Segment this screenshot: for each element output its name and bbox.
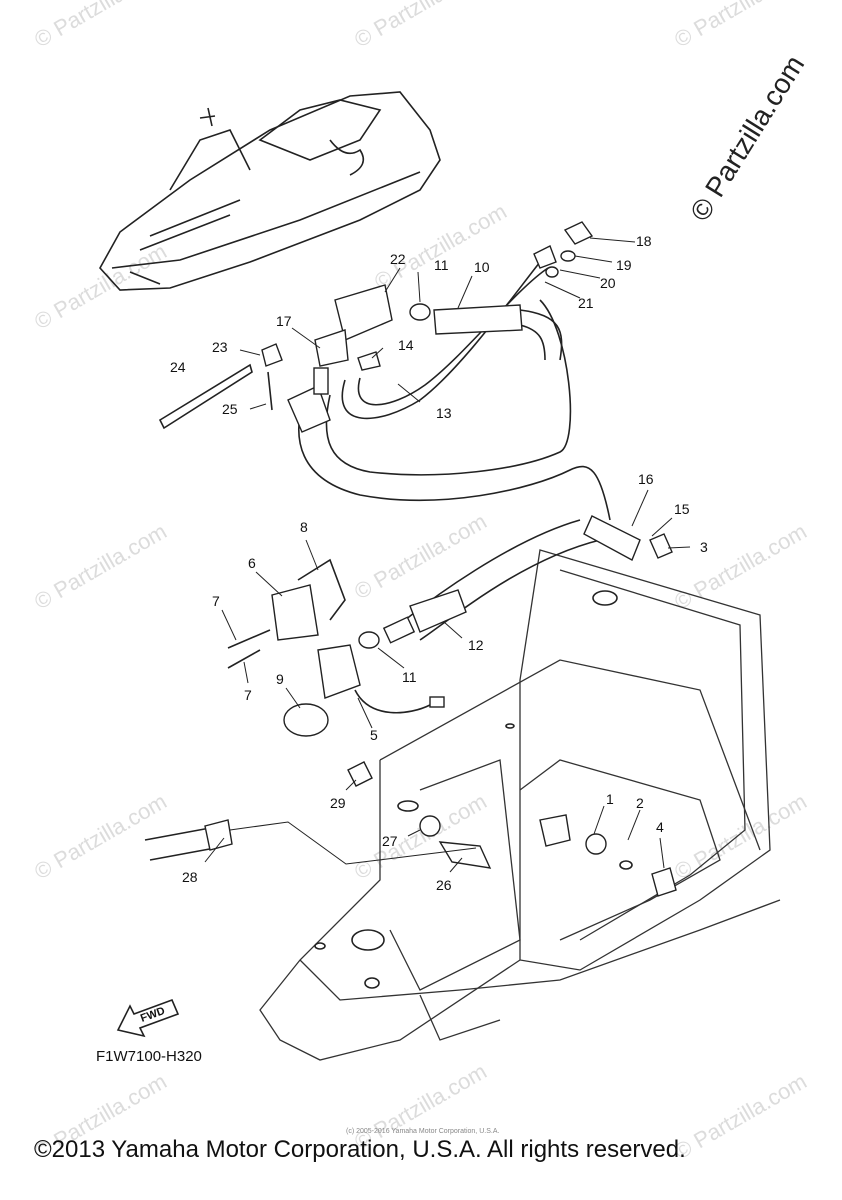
callout-20: 20 <box>600 275 616 291</box>
callout-28: 28 <box>182 869 198 885</box>
callout-1: 1 <box>606 791 614 807</box>
callout-24: 24 <box>170 359 186 375</box>
watermark-text: © Partzilla.com <box>670 0 811 52</box>
leader-lines <box>204 237 691 873</box>
callout-6: 6 <box>248 555 256 571</box>
callout-26: 26 <box>436 877 452 893</box>
callout-7b: 7 <box>244 687 252 703</box>
copyright-text: ©2013 Yamaha Motor Corporation, U.S.A. A… <box>34 1136 686 1163</box>
callout-21: 21 <box>578 295 594 311</box>
watermark-text: © Partzilla.com <box>350 789 491 885</box>
callout-9: 9 <box>276 671 284 687</box>
watercraft-illustration <box>99 91 441 291</box>
callout-3: 3 <box>700 539 708 555</box>
callout-13: 13 <box>436 405 452 421</box>
watermark-text: © Partzilla.com <box>670 519 811 615</box>
callout-18: 18 <box>636 233 652 249</box>
callout-8: 8 <box>300 519 308 535</box>
callout-11a: 11 <box>434 257 449 273</box>
callout-2: 2 <box>636 795 644 811</box>
tiny-notice: (c) 2005-2016 Yamaha Motor Corporation, … <box>346 1128 500 1135</box>
callout-5: 5 <box>370 727 378 743</box>
hose-assembly <box>144 261 641 861</box>
watermark-text: © Partzilla.com <box>350 509 491 605</box>
small-parts <box>158 221 677 897</box>
hull-outline <box>259 549 781 1061</box>
fwd-label: FWD <box>139 1005 167 1025</box>
callout-15: 15 <box>674 501 690 517</box>
callout-11b: 11 <box>402 669 417 685</box>
watermark-text: © Partzilla.com <box>30 789 171 885</box>
callout-7a: 7 <box>212 593 220 609</box>
callout-4: 4 <box>656 819 664 835</box>
callout-19: 19 <box>616 257 632 273</box>
callout-10: 10 <box>474 259 490 275</box>
callout-17: 17 <box>276 313 292 329</box>
watermark-text: © Partzilla.com <box>670 789 811 885</box>
callout-23: 23 <box>212 339 228 355</box>
callout-14: 14 <box>398 337 414 353</box>
watermark-text: © Partzilla.com <box>350 0 491 52</box>
callout-numbers: 18 19 20 21 22 11 10 17 14 23 24 25 13 1… <box>170 233 708 893</box>
callout-12: 12 <box>468 637 484 653</box>
callout-27: 27 <box>382 833 398 849</box>
watermark-text: © Partzilla.com <box>370 199 511 295</box>
watermark-text: © Partzilla.com <box>30 519 171 615</box>
diagram-code: F1W7100-H320 <box>96 1048 202 1065</box>
watermark-text: © Partzilla.com <box>30 239 171 335</box>
callout-22: 22 <box>390 251 406 267</box>
callout-16: 16 <box>638 471 654 487</box>
callout-25: 25 <box>222 401 238 417</box>
watermark-text: © Partzilla.com <box>670 1069 811 1165</box>
watermark-text: © Partzilla.com <box>30 0 171 52</box>
forward-direction-arrow: FWD <box>116 998 180 1038</box>
callout-29: 29 <box>330 795 346 811</box>
